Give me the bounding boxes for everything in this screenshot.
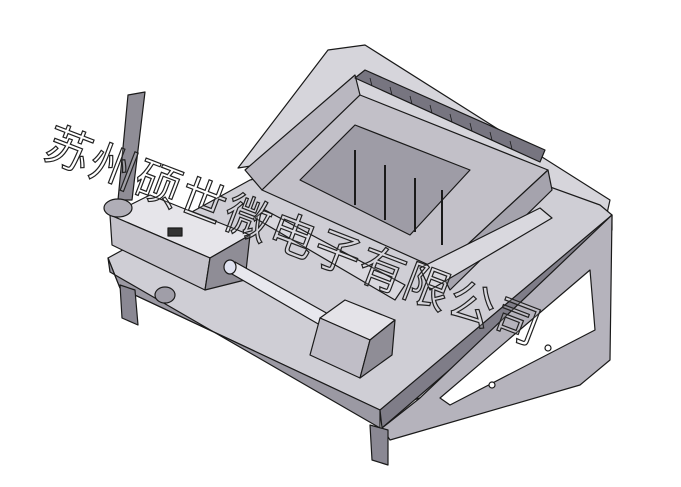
clamp-bar-left xyxy=(254,209,406,301)
leg xyxy=(119,284,139,326)
lever-knob xyxy=(103,198,133,218)
pusher-side xyxy=(359,319,396,379)
leg xyxy=(369,424,389,466)
bolt-hole xyxy=(488,381,496,389)
bolt-hole xyxy=(544,344,552,352)
display xyxy=(167,227,183,237)
connector-teeth xyxy=(369,77,513,150)
base-front-left xyxy=(107,257,381,429)
knob xyxy=(154,286,176,304)
rod-end xyxy=(223,259,237,275)
side-support xyxy=(381,214,613,441)
connector-strip xyxy=(354,69,546,163)
clamp-bar-right xyxy=(419,207,553,291)
support-cutout xyxy=(439,269,596,406)
lever-handle xyxy=(117,91,146,201)
pins xyxy=(354,150,443,245)
